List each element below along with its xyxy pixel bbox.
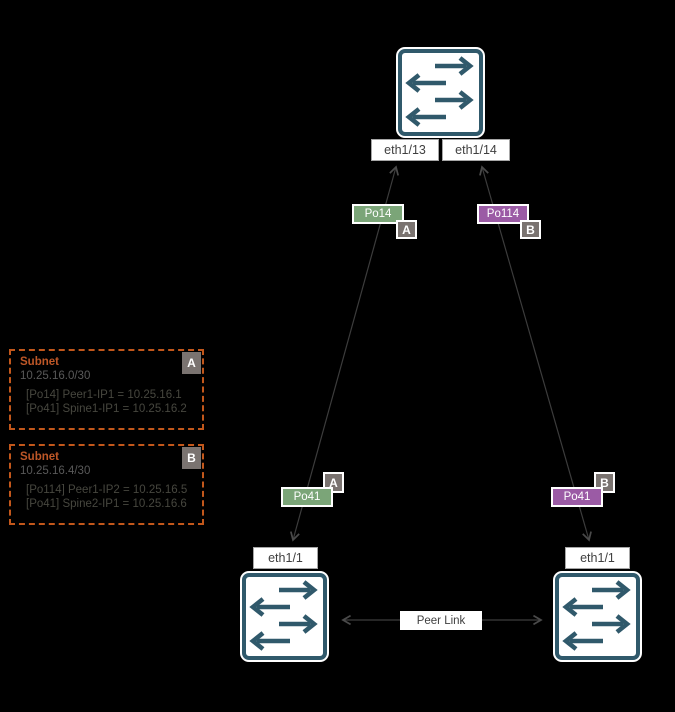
port-label-eth1-14: eth1/14: [442, 139, 510, 161]
zone-badge-b-top: B: [520, 220, 541, 239]
subnet-title: Subnet: [20, 356, 59, 368]
subnet-ip-lines: [Po114] Peer1-IP2 = 10.25.16.5 [Po41] Sp…: [26, 483, 202, 511]
peer2-switch-icon: [555, 573, 640, 660]
peer1-switch-icon: [242, 573, 327, 660]
port-label-eth1-13: eth1/13: [371, 139, 439, 161]
port-label-eth1-1-left: eth1/1: [253, 547, 318, 569]
subnet-cidr: 10.25.16.4/30: [20, 465, 91, 477]
peer-link-label: Peer Link: [400, 611, 482, 630]
link-line-a: [290, 165, 399, 542]
subnet-box-a: Subnet 10.25.16.0/30 [Po14] Peer1-IP1 = …: [9, 349, 204, 430]
subnet-box-b: Subnet 10.25.16.4/30 [Po114] Peer1-IP2 =…: [9, 444, 204, 525]
subnet-ip-lines: [Po14] Peer1-IP1 = 10.25.16.1 [Po41] Spi…: [26, 388, 202, 416]
port-label-eth1-1-right: eth1/1: [565, 547, 630, 569]
subnet-ip-line: [Po41] Spine1-IP1 = 10.25.16.2: [26, 403, 187, 415]
switch-arrows-icon: [249, 580, 318, 651]
subnet-title: Subnet: [20, 451, 59, 463]
subnet-ip-line: [Po14] Peer1-IP1 = 10.25.16.1: [26, 389, 182, 401]
link-line-b: [479, 165, 592, 542]
zone-badge-a-top: A: [396, 220, 417, 239]
subnet-cidr: 10.25.16.0/30: [20, 370, 91, 382]
subnet-ip-line: [Po114] Peer1-IP2 = 10.25.16.5: [26, 484, 188, 496]
po-label-po41-left: Po41: [281, 487, 333, 507]
switch-arrows-icon: [405, 56, 474, 127]
zone-badge-b-subnet: B: [182, 447, 201, 469]
zone-badge-a-subnet: A: [182, 352, 201, 374]
subnet-ip-line: [Po41] Spine2-IP1 = 10.25.16.6: [26, 498, 187, 510]
po-label-po41-right: Po41: [551, 487, 603, 507]
spine-switch-icon: [398, 49, 483, 136]
switch-arrows-icon: [562, 580, 631, 651]
